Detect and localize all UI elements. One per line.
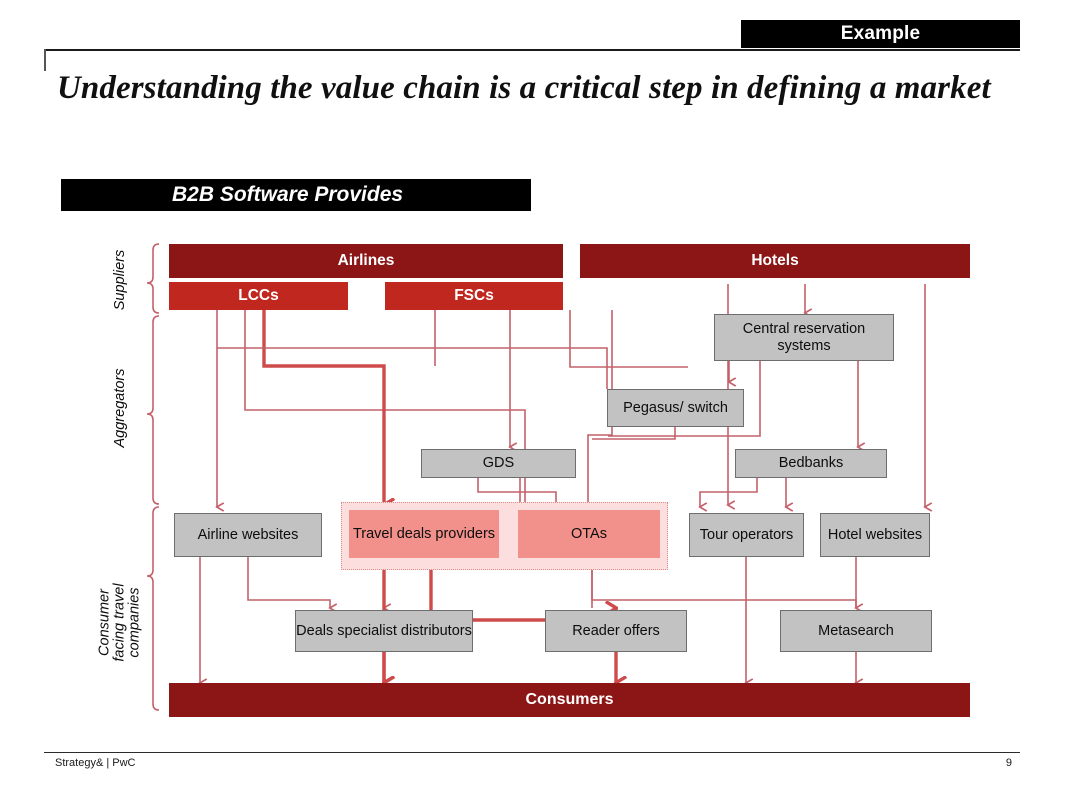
node-gds-label: GDS: [482, 455, 515, 471]
node-airline-websites-label: Airline websites: [197, 526, 299, 543]
node-gds[interactable]: GDS: [421, 449, 576, 478]
node-consumers-label: Consumers: [525, 691, 614, 708]
node-travel-deals-providers-label: Travel deals providers: [352, 525, 496, 542]
footer-brand: Strategy& | PwC: [55, 757, 136, 769]
node-lccs[interactable]: LCCs: [169, 282, 348, 310]
node-bedbanks[interactable]: Bedbanks: [735, 449, 887, 478]
node-airlines[interactable]: Airlines: [169, 244, 563, 278]
node-deals-specialist-distributors-label: Deals specialist distributors: [296, 622, 472, 639]
group-label-consumer-facing: Consumer facing travel companies: [96, 583, 143, 662]
node-reader-offers[interactable]: Reader offers: [545, 610, 687, 652]
group-label-suppliers: Suppliers: [112, 249, 128, 311]
node-fscs-label: FSCs: [454, 287, 494, 304]
node-reader-offers-label: Reader offers: [572, 622, 660, 639]
node-central-reservation-systems-label: Central reservation systems: [742, 320, 866, 354]
node-hotels-label: Hotels: [751, 252, 799, 269]
section-banner-label: B2B Software Provides: [172, 183, 404, 206]
example-badge-label: Example: [840, 23, 921, 44]
node-airline-websites[interactable]: Airline websites: [174, 513, 322, 557]
node-consumers[interactable]: Consumers: [169, 683, 970, 717]
node-otas[interactable]: OTAs: [518, 510, 660, 558]
node-tour-operators[interactable]: Tour operators: [689, 513, 804, 557]
node-bedbanks-label: Bedbanks: [778, 455, 844, 471]
header-left-tick: [44, 49, 46, 71]
node-lccs-label: LCCs: [238, 287, 279, 304]
node-metasearch-label: Metasearch: [818, 622, 894, 639]
node-hotel-websites[interactable]: Hotel websites: [820, 513, 930, 557]
node-pegasus-switch-label: Pegasus/ switch: [623, 399, 728, 416]
header-divider: [44, 49, 1020, 51]
node-pegasus-switch[interactable]: Pegasus/ switch: [607, 389, 744, 427]
group-label-aggregators: Aggregators: [112, 368, 128, 448]
section-banner: [61, 179, 531, 211]
node-deals-specialist-distributors[interactable]: Deals specialist distributors: [295, 610, 473, 652]
node-central-reservation-systems[interactable]: Central reservation systems: [714, 314, 894, 361]
example-badge: Example: [741, 20, 1020, 48]
node-tour-operators-label: Tour operators: [699, 526, 794, 543]
page-title: Understanding the value chain is a criti…: [57, 70, 991, 106]
node-metasearch[interactable]: Metasearch: [780, 610, 932, 652]
node-hotels[interactable]: Hotels: [580, 244, 970, 278]
footer-page-number: 9: [1005, 757, 1012, 769]
node-travel-deals-providers[interactable]: Travel deals providers: [349, 510, 499, 558]
node-fscs[interactable]: FSCs: [385, 282, 563, 310]
node-airlines-label: Airlines: [337, 252, 395, 269]
node-hotel-websites-label: Hotel websites: [827, 526, 923, 543]
node-otas-label: OTAs: [571, 525, 607, 542]
footer-divider: [44, 752, 1020, 753]
